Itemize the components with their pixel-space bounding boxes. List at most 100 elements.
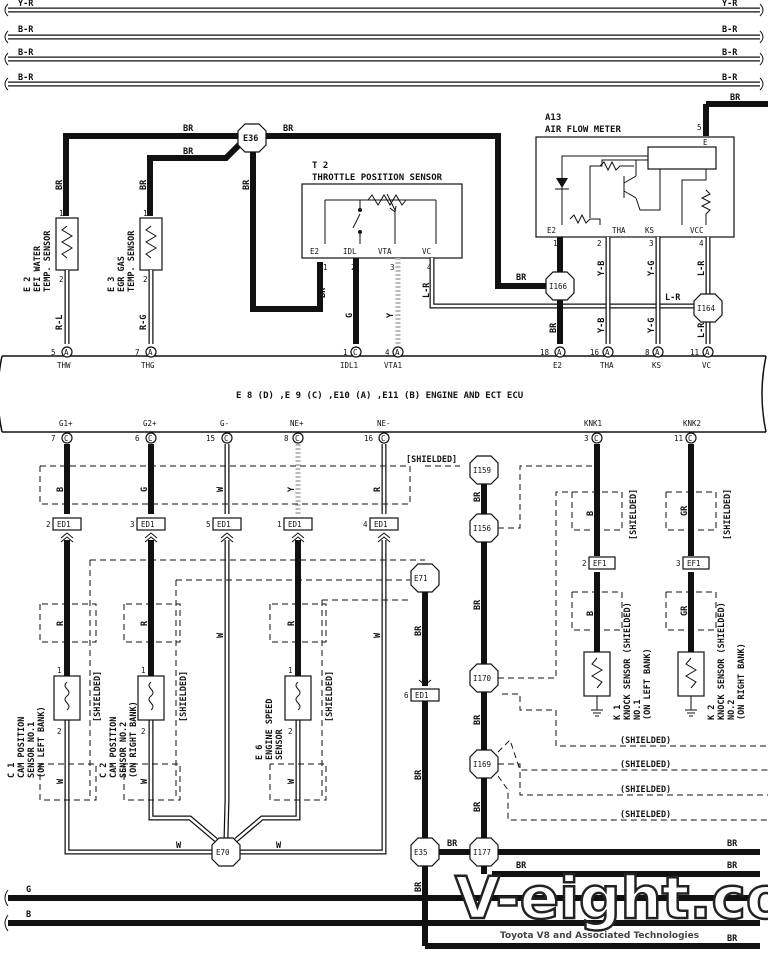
svg-text:5: 5 — [697, 123, 702, 132]
wire-label: Y — [287, 486, 297, 492]
throttle-position-sensor: T 2 THROTTLE POSITION SENSOR E2 IDL VTA … — [301, 161, 698, 344]
ecu-block: E 8 (D) ,E 9 (C) ,E10 (A) ,E11 (B) ENGIN… — [0, 355, 767, 433]
svg-text:1: 1 — [553, 239, 558, 248]
svg-text:2: 2 — [582, 559, 587, 568]
wire-label: W — [373, 632, 383, 638]
svg-text:3: 3 — [584, 434, 589, 443]
svg-text:3: 3 — [676, 559, 681, 568]
svg-text:11: 11 — [690, 348, 699, 357]
svg-text:5: 5 — [206, 520, 211, 529]
svg-text:E2: E2 — [310, 247, 319, 256]
wire-label: R — [287, 620, 297, 626]
wire-label: BR — [414, 881, 424, 892]
shielded-label: [SHIELDED] — [325, 671, 335, 722]
wire-label: W — [140, 778, 150, 784]
svg-text:C: C — [295, 434, 300, 443]
wire-label: L-R — [697, 322, 707, 338]
svg-text:E2: E2 — [553, 361, 562, 370]
svg-text:6: 6 — [135, 434, 140, 443]
wire-label: BR — [473, 491, 483, 502]
egr-temp-sensor: 1 2 R-G E 3 EGR GAS TEMP. SENSOR — [107, 209, 163, 344]
wire-label: BR — [473, 714, 483, 725]
svg-text:2: 2 — [59, 275, 64, 284]
wire-label: R — [373, 486, 383, 492]
watermark-logo: V-eight.com Toyota V8 and Associated Tec… — [454, 863, 768, 941]
svg-text:(ON RIGHT BANK): (ON RIGHT BANK) — [737, 643, 747, 720]
svg-text:VC: VC — [702, 361, 711, 370]
shielded-label: [SHIELDED] — [93, 671, 103, 722]
svg-text:C: C — [148, 434, 153, 443]
svg-text:1: 1 — [343, 348, 348, 357]
svg-text:T 2: T 2 — [312, 161, 328, 171]
svg-text:C: C — [381, 434, 386, 443]
svg-text:2: 2 — [143, 275, 148, 284]
air-flow-meter: A13 AIR FLOW METER E 5 E2 THA KS VCC 1 2… — [535, 113, 735, 344]
bus-label: B — [727, 910, 732, 920]
shield-dash-lines: [SHIELDED] [SHIELDED] [SHIELDED] [SHIELD… — [39, 455, 460, 801]
svg-text:C 1: C 1 — [7, 763, 17, 778]
svg-text:I169: I169 — [473, 760, 491, 769]
svg-text:ED1: ED1 — [217, 520, 231, 529]
wire-label: R-L — [55, 315, 65, 330]
wire-label: BR — [55, 179, 65, 190]
bus-label: B-R — [18, 25, 34, 35]
svg-text:I166: I166 — [549, 282, 568, 291]
wire-label: B — [56, 487, 66, 492]
svg-text:G-: G- — [220, 419, 229, 428]
svg-text:1: 1 — [288, 666, 293, 675]
svg-text:A: A — [605, 348, 610, 357]
shielded-label: [SHIELDED] — [723, 489, 733, 540]
svg-text:7: 7 — [51, 434, 56, 443]
wire-label: BR — [549, 322, 559, 333]
svg-text:AIR FLOW METER: AIR FLOW METER — [545, 125, 621, 135]
shielded-label: [SHIELDED] — [406, 455, 457, 465]
junction-e35: E35 — [410, 837, 440, 867]
wire-label: L-R — [697, 260, 707, 276]
wire-label: W — [216, 486, 226, 492]
svg-text:5: 5 — [51, 348, 56, 357]
svg-text:E35: E35 — [414, 848, 428, 857]
svg-text:THROTTLE POSITION SENSOR: THROTTLE POSITION SENSOR — [312, 173, 443, 183]
wire-label: BR — [473, 599, 483, 610]
wire-label: BR — [242, 179, 252, 190]
wire-label: Y-G — [647, 318, 657, 333]
wire-label: B — [586, 611, 596, 616]
junction-i159: I159 — [469, 455, 499, 485]
bus-label: BR — [727, 934, 738, 944]
junction-i166: I166 — [545, 271, 575, 301]
svg-text:THA: THA — [612, 226, 626, 235]
svg-text:NE-: NE- — [377, 419, 391, 428]
wire-label: BR — [516, 273, 527, 283]
wire-label: L-R — [665, 293, 681, 303]
bus-label: B-R — [18, 48, 34, 58]
ecu-title: E 8 (D) ,E 9 (C) ,E10 (A) ,E11 (B) ENGIN… — [236, 391, 523, 401]
svg-text:A: A — [148, 348, 153, 357]
upper-br-wires: BR BR BR BR BR BR BR BR BR — [55, 93, 768, 312]
bus-label: B-R — [722, 73, 738, 83]
svg-text:1: 1 — [57, 666, 62, 675]
svg-text:THW: THW — [57, 361, 71, 370]
wire-label: W — [276, 841, 282, 851]
svg-text:ED1: ED1 — [374, 520, 388, 529]
svg-text:KNOCK SENSOR (SHIELDED): KNOCK SENSOR (SHIELDED) — [717, 602, 727, 720]
svg-text:K 2: K 2 — [707, 705, 717, 720]
bus-label: B-R — [18, 73, 34, 83]
svg-text:2: 2 — [57, 727, 62, 736]
wire-label: Y — [386, 312, 396, 318]
knock-sensor-1: B B [SHIELDED] 2 EF1 K 1 KNOCK SENSOR (S… — [571, 444, 653, 720]
svg-text:18: 18 — [540, 348, 550, 357]
shielded-label: [SHIELDED] — [629, 489, 639, 540]
wire-label: R — [140, 620, 150, 626]
wire-label: G — [345, 313, 355, 318]
svg-text:3: 3 — [130, 520, 135, 529]
